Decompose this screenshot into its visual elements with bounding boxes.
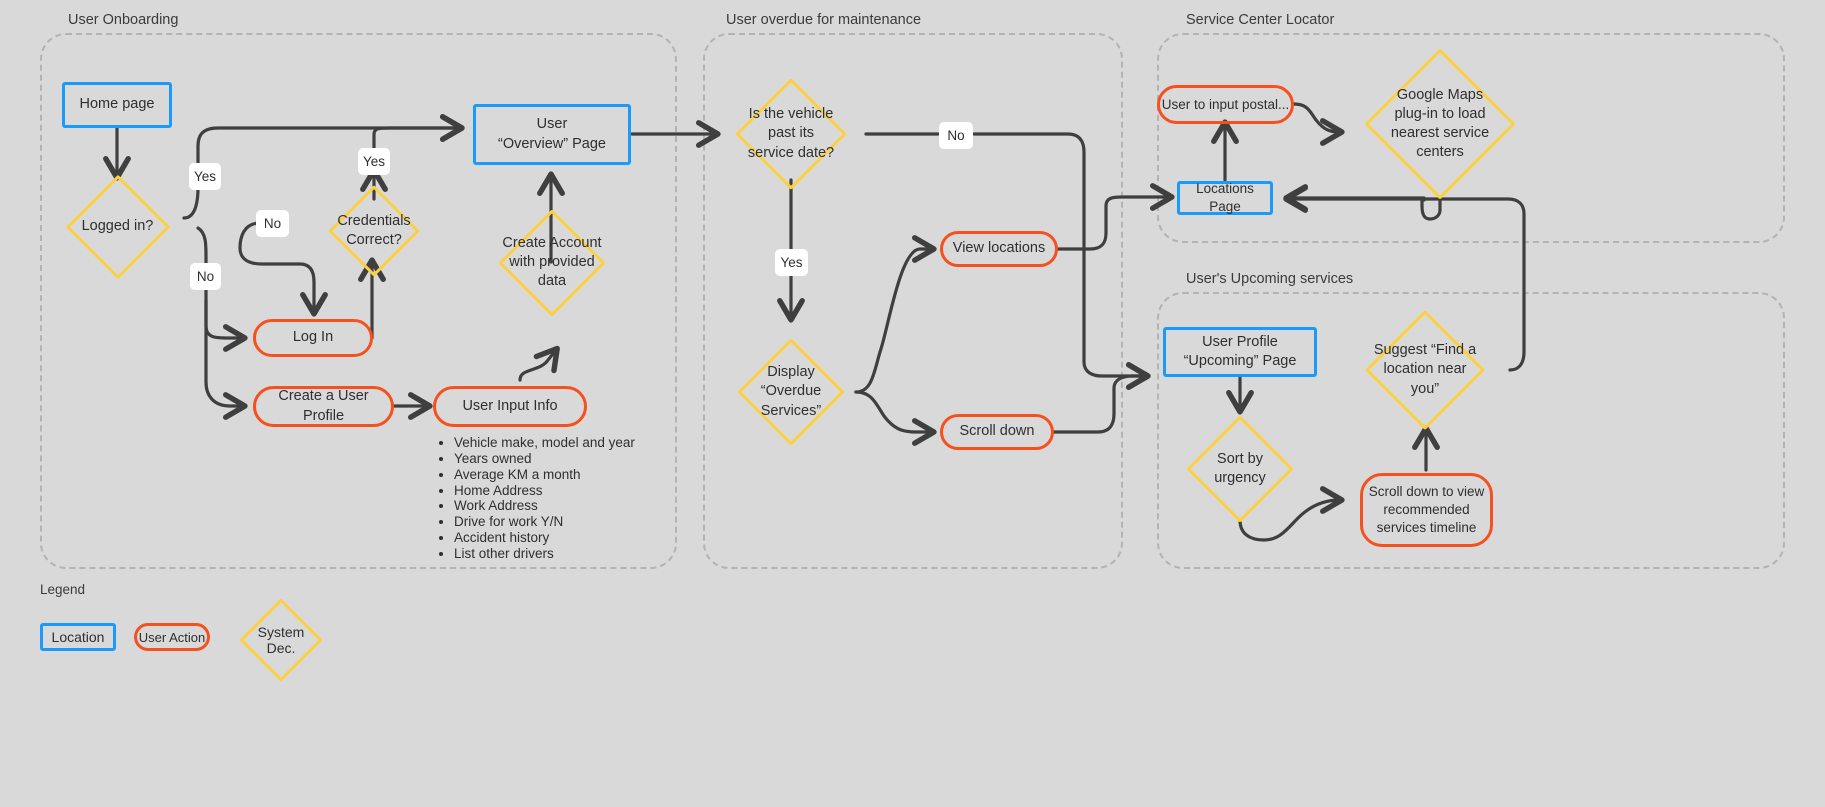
node-scroll-down-view-timeline[interactable]: Scroll down to view recommended services… <box>1360 473 1493 547</box>
node-label: Google Maps plug-in to load nearest serv… <box>1390 86 1490 161</box>
node-label: User “Overview” Page <box>498 116 606 152</box>
node-log-in[interactable]: Log In <box>253 319 373 357</box>
node-label: Display “Overdue Services” <box>760 364 822 419</box>
node-suggest-find-location[interactable]: Suggest “Find a location near you” <box>1339 309 1511 431</box>
node-user-input-info[interactable]: User Input Info <box>433 386 587 427</box>
node-label: View locations <box>952 240 1046 257</box>
legend-label: Location <box>51 629 105 645</box>
edge-label-credentials-yes: Yes <box>358 148 390 175</box>
legend-label: User Action <box>138 629 206 645</box>
node-user-profile-upcoming-page[interactable]: User Profile “Upcoming” Page <box>1163 327 1317 377</box>
node-credentials-correct[interactable]: Credentials Correct? <box>304 185 444 277</box>
node-display-overdue-services[interactable]: Display “Overdue Services” <box>726 334 856 450</box>
node-user-to-input-postal[interactable]: User to input postal... <box>1157 85 1294 124</box>
list-item: List other drivers <box>454 546 667 562</box>
node-create-account[interactable]: Create Account with provided data <box>466 208 638 317</box>
edge-label-logged-in-yes: Yes <box>189 163 221 190</box>
node-label: Create Account with provided data <box>502 234 602 290</box>
node-label: Create a User Profile <box>278 388 369 424</box>
node-label: Log In <box>292 329 334 346</box>
list-item: Work Address <box>454 498 667 514</box>
node-label: Locations Page <box>1196 181 1254 214</box>
group-title-service-center-locator: Service Center Locator <box>1186 12 1335 28</box>
node-label: User Profile “Upcoming” Page <box>1183 333 1297 369</box>
legend-title: Legend <box>40 582 86 597</box>
list-item: Drive for work Y/N <box>454 514 667 530</box>
legend-item-user-action: User Action <box>134 623 210 651</box>
node-label: Is the vehicle past its service date? <box>747 106 835 161</box>
node-scroll-down[interactable]: Scroll down <box>940 414 1054 450</box>
node-locations-page[interactable]: Locations Page <box>1177 181 1273 215</box>
list-item: Average KM a month <box>454 467 667 483</box>
list-item: Vehicle make, model and year <box>454 435 667 451</box>
group-user-onboarding <box>40 33 677 569</box>
node-home-page[interactable]: Home page <box>62 82 172 128</box>
node-label: Logged in? <box>81 218 154 235</box>
node-logged-in[interactable]: Logged in? <box>51 174 184 280</box>
legend-item-location: Location <box>40 623 116 651</box>
node-label: User Input Info <box>462 397 558 414</box>
group-title-user-onboarding: User Onboarding <box>68 12 179 28</box>
node-sort-by-urgency[interactable]: Sort by urgency <box>1162 415 1318 523</box>
user-input-info-bullets: Vehicle make, model and year Years owned… <box>437 435 667 562</box>
list-item: Home Address <box>454 483 667 499</box>
edge-label-service-date-no: No <box>939 122 973 149</box>
list-item: Accident history <box>454 530 667 546</box>
edge-label-logged-in-no: No <box>190 263 221 290</box>
group-title-upcoming-services: User's Upcoming services <box>1186 271 1354 287</box>
legend-item-system-decision: System Dec. <box>231 598 331 682</box>
node-label: Scroll down <box>959 423 1035 440</box>
node-create-a-user-profile[interactable]: Create a User Profile <box>253 386 394 427</box>
edge-label-credentials-no: No <box>256 210 289 237</box>
node-label: Scroll down to view recommended services… <box>1368 484 1485 535</box>
node-google-maps-plugin[interactable]: Google Maps plug-in to load nearest serv… <box>1340 48 1540 200</box>
bullet-list: Vehicle make, model and year Years owned… <box>437 435 667 562</box>
list-item: Years owned <box>454 451 667 467</box>
edge-label-service-date-yes: Yes <box>775 249 808 276</box>
node-label: User to input postal... <box>1161 96 1290 112</box>
node-label: Suggest “Find a location near you” <box>1373 342 1477 397</box>
node-user-overview-page[interactable]: User “Overview” Page <box>473 104 631 165</box>
group-title-user-overdue: User overdue for maintenance <box>726 12 922 28</box>
node-label: Sort by urgency <box>1214 450 1266 486</box>
node-label: Credentials Correct? <box>337 212 411 248</box>
node-view-locations[interactable]: View locations <box>940 231 1058 267</box>
node-past-service-date[interactable]: Is the vehicle past its service date? <box>716 78 866 190</box>
node-label: Home page <box>79 96 155 113</box>
legend-label: System Dec. <box>257 624 305 656</box>
